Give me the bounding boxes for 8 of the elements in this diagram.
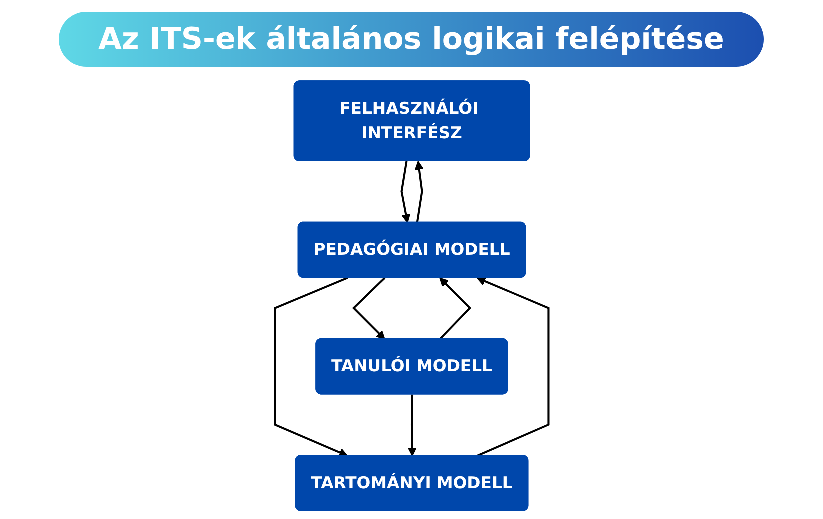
- arrow: [476, 277, 550, 458]
- title-banner: Az ITS-ek általános logikai felépítése: [58, 12, 764, 67]
- arrow: [400, 161, 410, 224]
- arrow: [414, 161, 424, 224]
- arrow: [438, 278, 472, 340]
- arrow: [407, 394, 416, 456]
- arrow: [352, 277, 386, 340]
- arrow: [274, 277, 348, 458]
